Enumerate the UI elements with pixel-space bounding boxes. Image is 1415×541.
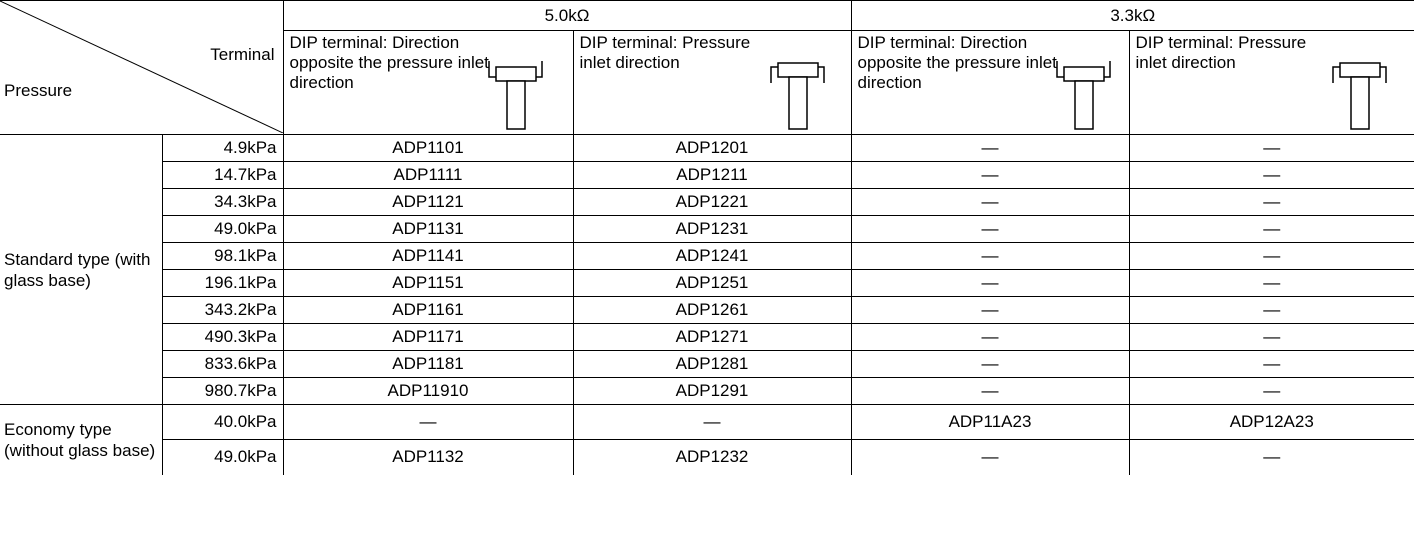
model-cell: ADP11A23 bbox=[850, 404, 1130, 440]
pressure-label: Pressure bbox=[4, 81, 73, 100]
dip-opposite-label: DIP terminal: Direction opposite the pre… bbox=[857, 33, 1057, 92]
pressure-cell: 40.0kPa bbox=[161, 404, 284, 440]
standard-type-label: Standard type (with glass base) bbox=[0, 134, 163, 405]
dip-inlet-label: DIP terminal: Pressure inlet direction bbox=[579, 33, 751, 72]
model-cell: ADP1211 bbox=[572, 161, 852, 189]
model-cell: — bbox=[850, 296, 1130, 324]
dip-opposite-header-5k: DIP terminal: Direction opposite the pre… bbox=[282, 30, 574, 135]
dip-opposite-icon bbox=[487, 61, 543, 130]
model-cell: — bbox=[1128, 350, 1414, 378]
model-cell: ADP1201 bbox=[572, 134, 852, 162]
table-row: 196.1kPa ADP1151 ADP1251 — — bbox=[0, 269, 1414, 297]
pressure-cell: 196.1kPa bbox=[161, 269, 284, 297]
model-cell: — bbox=[850, 134, 1130, 162]
model-cell: — bbox=[850, 377, 1130, 405]
dip-opposite-label: DIP terminal: Direction opposite the pre… bbox=[289, 33, 489, 92]
model-cell: ADP1291 bbox=[572, 377, 852, 405]
model-cell: ADP1111 bbox=[282, 161, 574, 189]
table-row: 833.6kPa ADP1181 ADP1281 — — bbox=[0, 350, 1414, 378]
dip-inlet-header-5k: DIP terminal: Pressure inlet direction bbox=[572, 30, 852, 135]
model-cell: ADP1151 bbox=[282, 269, 574, 297]
table-row: Standard type (with glass base) 4.9kPa A… bbox=[0, 134, 1414, 405]
pressure-cell: 49.0kPa bbox=[161, 439, 284, 475]
model-cell: ADP1261 bbox=[572, 296, 852, 324]
model-cell: — bbox=[1128, 377, 1414, 405]
diagonal-divider bbox=[0, 1, 283, 133]
group-header-3k: 3.3kΩ bbox=[850, 0, 1414, 31]
table-row: 34.3kPa ADP1121 ADP1221 — — bbox=[0, 188, 1414, 216]
model-cell: ADP1251 bbox=[572, 269, 852, 297]
model-cell: ADP1131 bbox=[282, 215, 574, 243]
model-cell: ADP1271 bbox=[572, 323, 852, 351]
model-cell: — bbox=[1128, 269, 1414, 297]
model-cell: — bbox=[850, 161, 1130, 189]
model-cell: ADP1231 bbox=[572, 215, 852, 243]
model-cell: ADP1221 bbox=[572, 188, 852, 216]
model-cell: ADP1281 bbox=[572, 350, 852, 378]
pressure-cell: 833.6kPa bbox=[161, 350, 284, 378]
model-cell: ADP11910 bbox=[282, 377, 574, 405]
pressure-cell: 490.3kPa bbox=[161, 323, 284, 351]
model-cell: — bbox=[1128, 134, 1414, 162]
model-cell: — bbox=[1128, 296, 1414, 324]
table-row: 490.3kPa ADP1171 ADP1271 — — bbox=[0, 323, 1414, 351]
model-cell: ADP1181 bbox=[282, 350, 574, 378]
model-cell: ADP1121 bbox=[282, 188, 574, 216]
model-cell: ADP1232 bbox=[572, 439, 852, 475]
table-row: 14.7kPa ADP1111 ADP1211 — — bbox=[0, 161, 1414, 189]
model-cell: — bbox=[1128, 323, 1414, 351]
dip-inlet-icon bbox=[1331, 62, 1387, 130]
pressure-cell: 49.0kPa bbox=[161, 215, 284, 243]
model-cell: — bbox=[850, 188, 1130, 216]
table-row: 49.0kPa ADP1132 ADP1232 — — bbox=[0, 439, 1414, 475]
terminal-label: Terminal bbox=[210, 45, 275, 64]
model-cell: ADP1171 bbox=[282, 323, 574, 351]
table-row: 49.0kPa ADP1131 ADP1231 — — bbox=[0, 215, 1414, 243]
model-cell: — bbox=[1128, 161, 1414, 189]
model-cell: ADP1241 bbox=[572, 242, 852, 270]
product-table: Terminal Pressure 5.0kΩ 3.3kΩ DIP termin… bbox=[0, 0, 1414, 475]
model-cell: — bbox=[1128, 242, 1414, 270]
economy-type-label: Economy type (without glass base) bbox=[0, 404, 163, 475]
corner-header-cell: Terminal Pressure bbox=[0, 0, 284, 135]
model-cell: — bbox=[1128, 439, 1414, 475]
model-cell: — bbox=[850, 350, 1130, 378]
dip-opposite-header-3k: DIP terminal: Direction opposite the pre… bbox=[850, 30, 1130, 135]
model-cell: ADP1132 bbox=[282, 439, 574, 475]
model-cell: — bbox=[282, 404, 574, 440]
dip-opposite-icon bbox=[1055, 61, 1111, 130]
model-cell: — bbox=[1128, 215, 1414, 243]
model-cell: — bbox=[850, 439, 1130, 475]
pressure-cell: 980.7kPa bbox=[161, 377, 284, 405]
group-header-5k: 5.0kΩ bbox=[282, 0, 852, 31]
table-row: 343.2kPa ADP1161 ADP1261 — — bbox=[0, 296, 1414, 324]
model-cell: ADP12A23 bbox=[1128, 404, 1414, 440]
model-cell: ADP1161 bbox=[282, 296, 574, 324]
model-cell: — bbox=[850, 242, 1130, 270]
model-cell: — bbox=[850, 215, 1130, 243]
pressure-cell: 34.3kPa bbox=[161, 188, 284, 216]
pressure-cell: 98.1kPa bbox=[161, 242, 284, 270]
pressure-cell: 14.7kPa bbox=[161, 161, 284, 189]
model-cell: ADP1101 bbox=[282, 134, 574, 162]
dip-inlet-header-3k: DIP terminal: Pressure inlet direction bbox=[1128, 30, 1414, 135]
table-row: 98.1kPa ADP1141 ADP1241 — — bbox=[0, 242, 1414, 270]
pressure-cell: 4.9kPa bbox=[161, 134, 284, 162]
model-cell: — bbox=[572, 404, 852, 440]
model-cell: — bbox=[850, 269, 1130, 297]
model-cell: — bbox=[1128, 188, 1414, 216]
table-row: 980.7kPa ADP11910 ADP1291 — — bbox=[0, 377, 1414, 405]
model-cell: ADP1141 bbox=[282, 242, 574, 270]
model-cell: — bbox=[850, 323, 1130, 351]
dip-inlet-icon bbox=[769, 62, 825, 130]
pressure-cell: 343.2kPa bbox=[161, 296, 284, 324]
table-row: Economy type (without glass base) 40.0kP… bbox=[0, 404, 1414, 475]
dip-inlet-label: DIP terminal: Pressure inlet direction bbox=[1135, 33, 1307, 72]
